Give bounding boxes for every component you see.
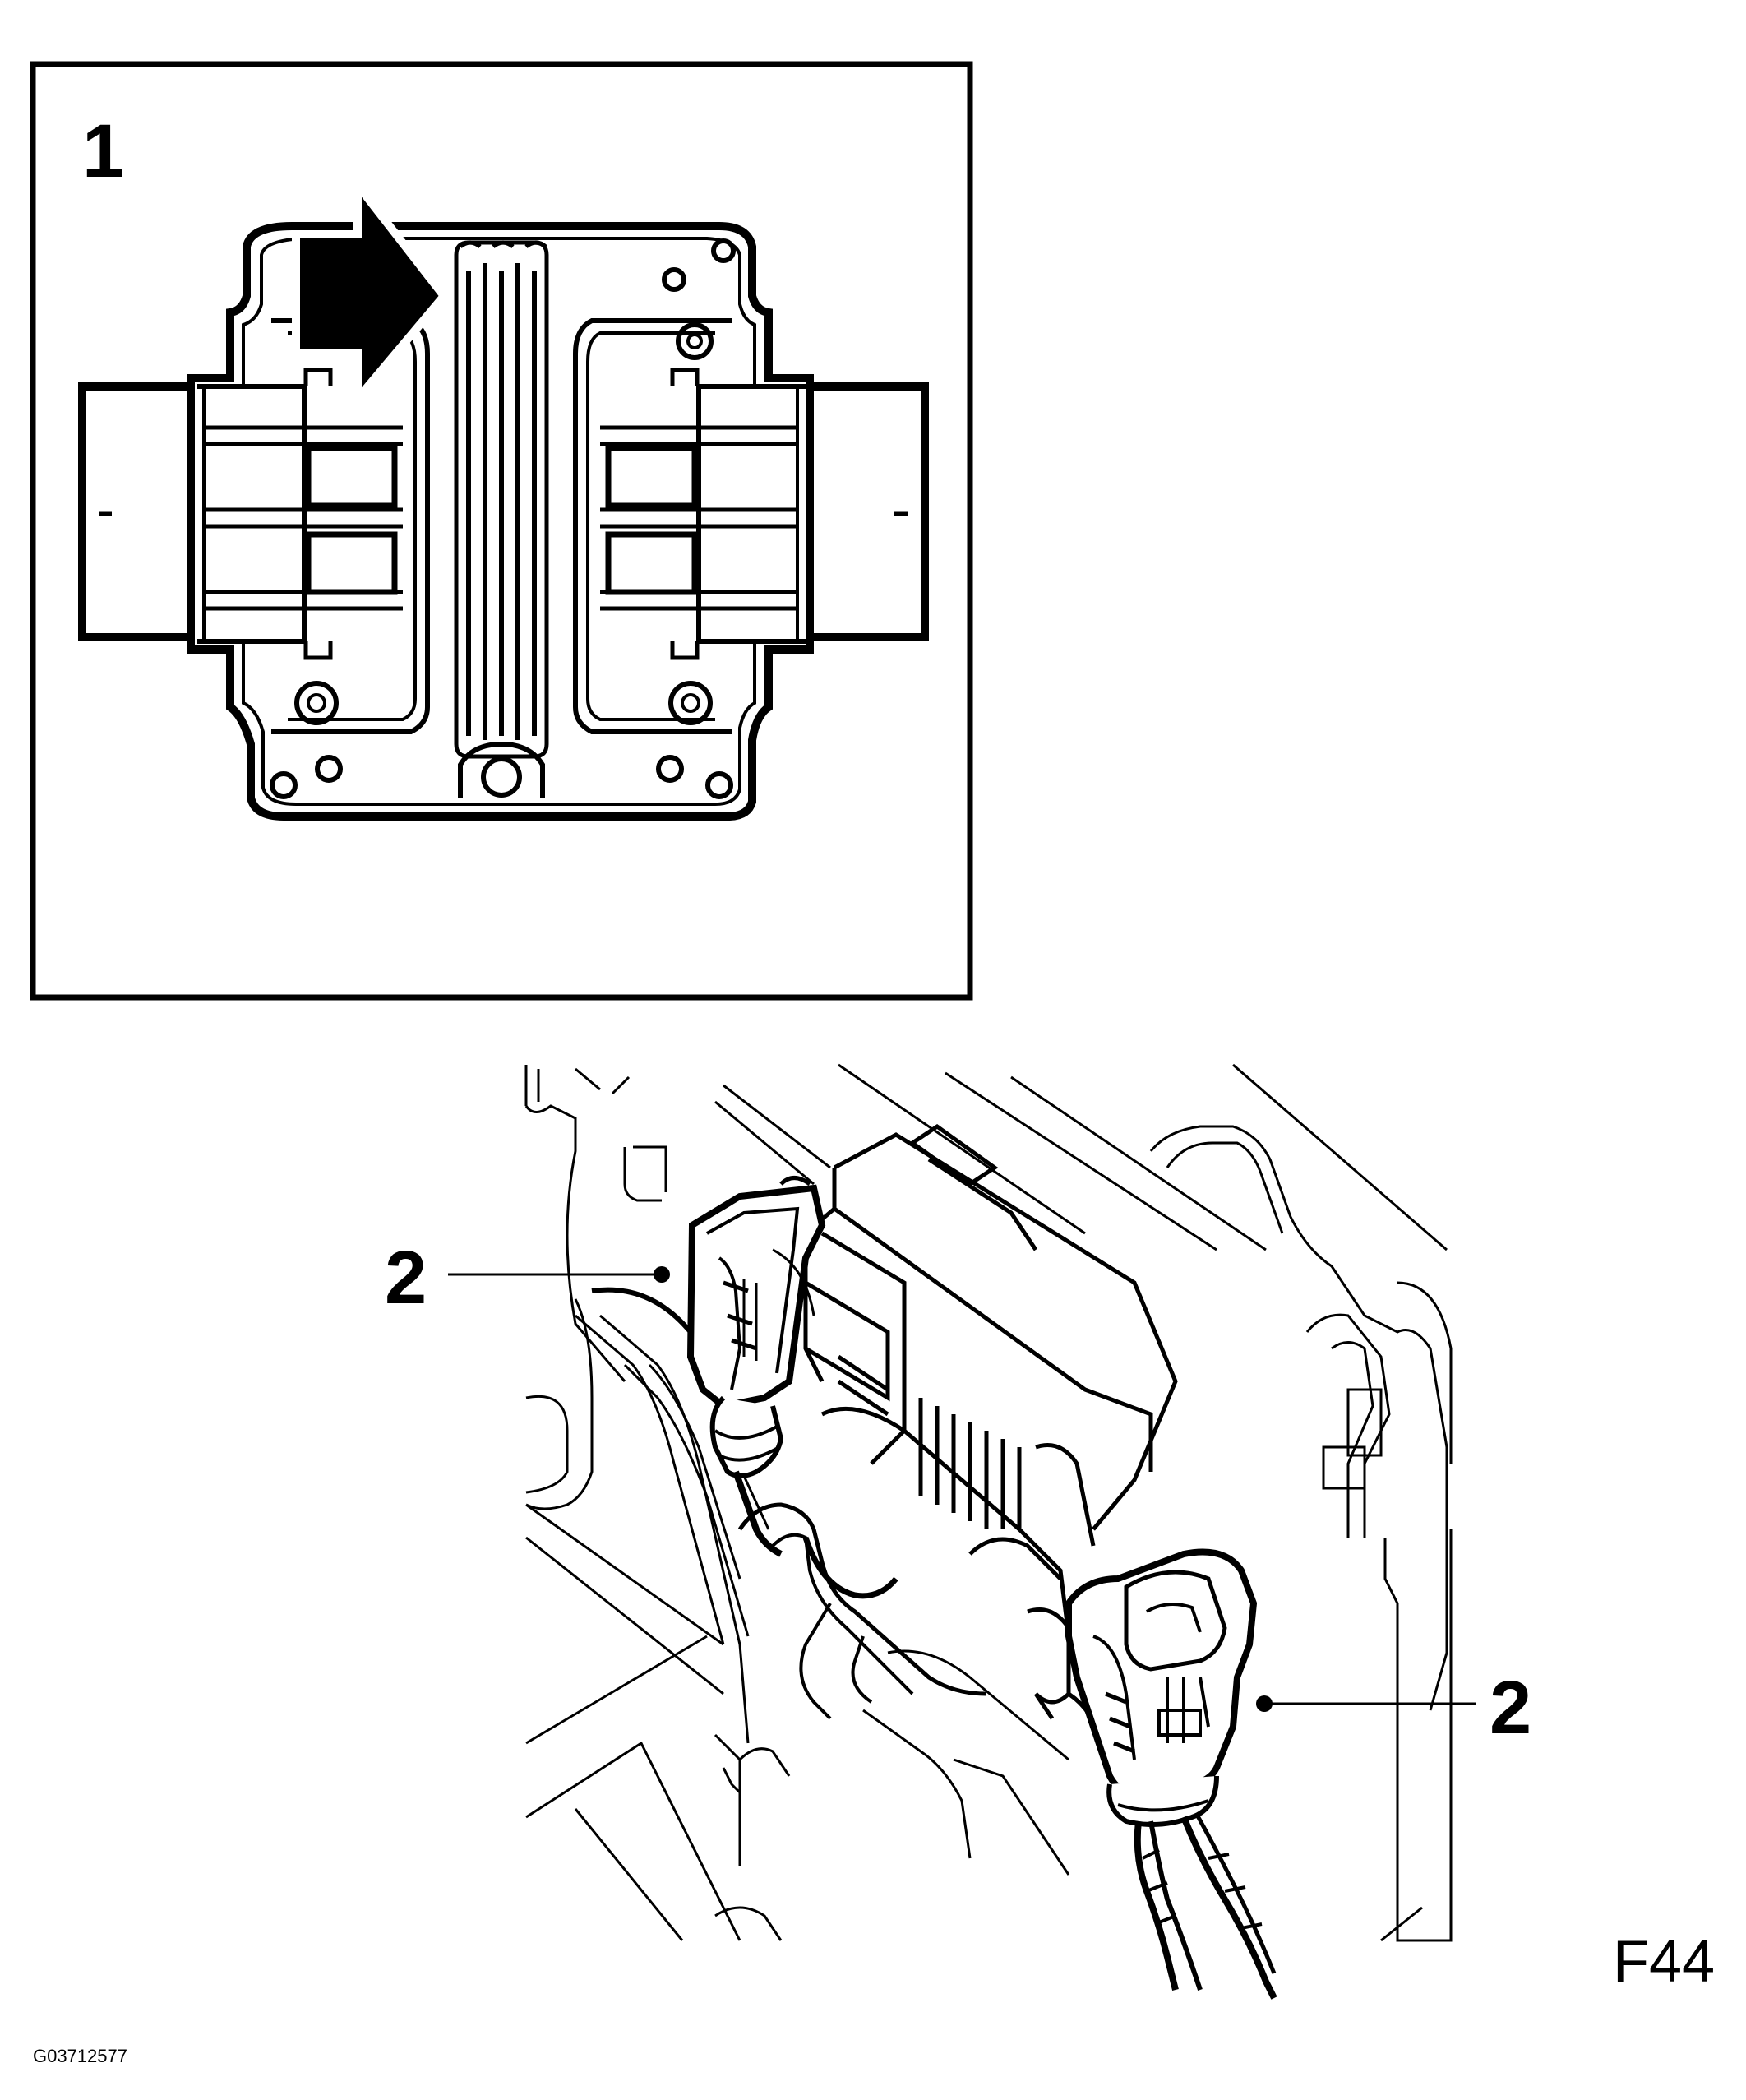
right-connector-plug (1065, 1548, 1277, 2000)
left-connector-label: 2 (385, 1236, 427, 1320)
callout-left: 2 (385, 1236, 670, 1320)
callout-right: 2 (1256, 1666, 1531, 1750)
direction-arrow-icon (292, 173, 450, 410)
inset-callout-number: 1 (82, 109, 124, 193)
left-connector-plug (591, 1176, 826, 1557)
inset-panel: 1 (30, 61, 973, 1001)
figure-code: F44 (1613, 1929, 1715, 1995)
right-connector-label: 2 (1490, 1666, 1531, 1750)
wiring-harness (737, 1502, 1070, 1876)
image-id: G03712577 (33, 2046, 127, 2066)
installed-view (524, 1063, 1453, 2000)
control-module (78, 222, 929, 821)
vehicle-structure (524, 1063, 1453, 1942)
left-support-bracket (525, 1298, 791, 1941)
